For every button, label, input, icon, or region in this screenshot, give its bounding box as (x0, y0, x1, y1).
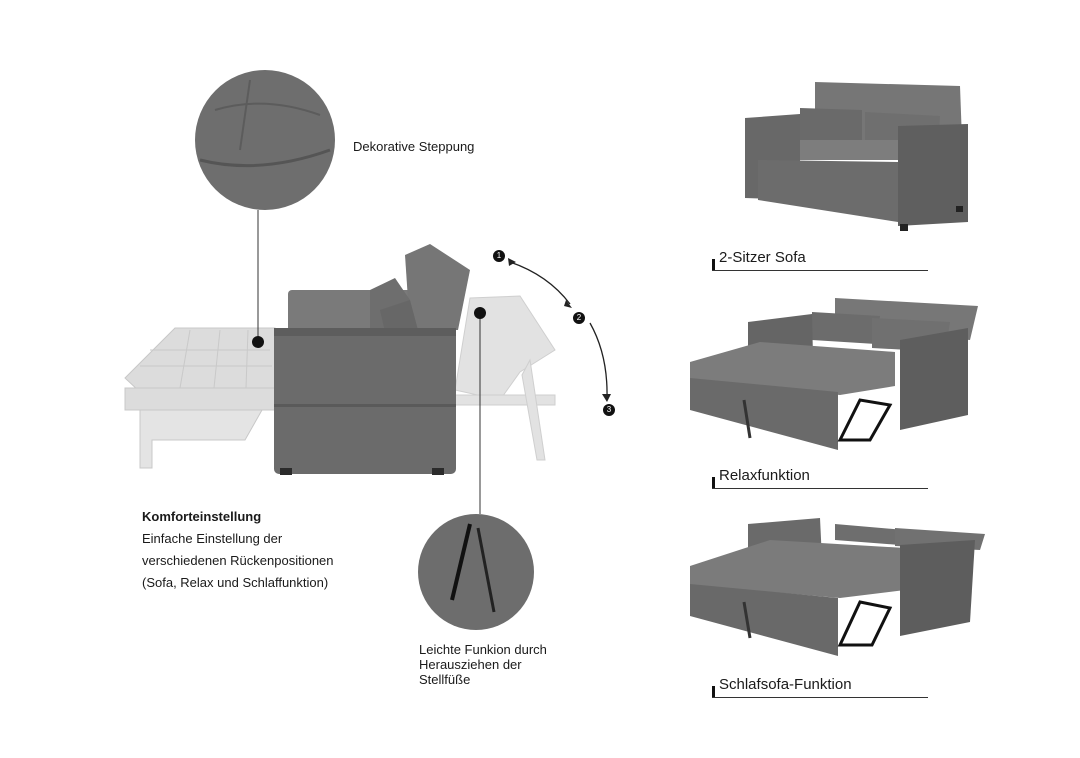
relax-mode-image (690, 298, 978, 450)
caption-sofa: 2-Sitzer Sofa (719, 249, 806, 266)
comfort-line-1: Einfache Einstellung der (142, 531, 283, 546)
easy-pull-line-3: Stellfüße (419, 672, 471, 687)
sleeper-mode-image (690, 518, 985, 656)
comfort-title: Komforteinstellung (142, 509, 262, 524)
comfort-block: Komforteinstellung Einfache Einstellung … (142, 506, 402, 594)
position-marker-2: 2 (573, 312, 585, 324)
easy-pull-line-1: Leichte Funkion durch (419, 642, 547, 657)
caption-tick-relax (712, 477, 715, 489)
caption-underline-sofa (712, 270, 928, 271)
easy-pull-block: Leichte Funkion durch Herausziehen der S… (419, 642, 589, 687)
stitching-detail-circle (195, 70, 335, 210)
easy-pull-line-2: Herausziehen der (419, 657, 522, 672)
caption-tick-sofa (712, 259, 715, 271)
stitching-label: Dekorative Steppung (353, 139, 475, 154)
comfort-line-2: verschiedenen Rückenpositionen (142, 553, 334, 568)
caption-relax: Relaxfunktion (719, 467, 810, 484)
feet-detail-circle (418, 514, 534, 630)
ghost-bed-left (124, 327, 276, 469)
sofa-body (274, 244, 470, 475)
comfort-line-3: (Sofa, Relax und Schlaffunktion) (142, 575, 329, 590)
caption-sleeper: Schlafsofa-Funktion (719, 676, 852, 693)
caption-tick-sleeper (712, 686, 715, 698)
sofa-mode-image (745, 82, 968, 231)
caption-underline-sleeper (712, 697, 928, 698)
position-marker-3: 3 (603, 404, 615, 416)
position-marker-1: 1 (493, 250, 505, 262)
caption-underline-relax (712, 488, 928, 489)
